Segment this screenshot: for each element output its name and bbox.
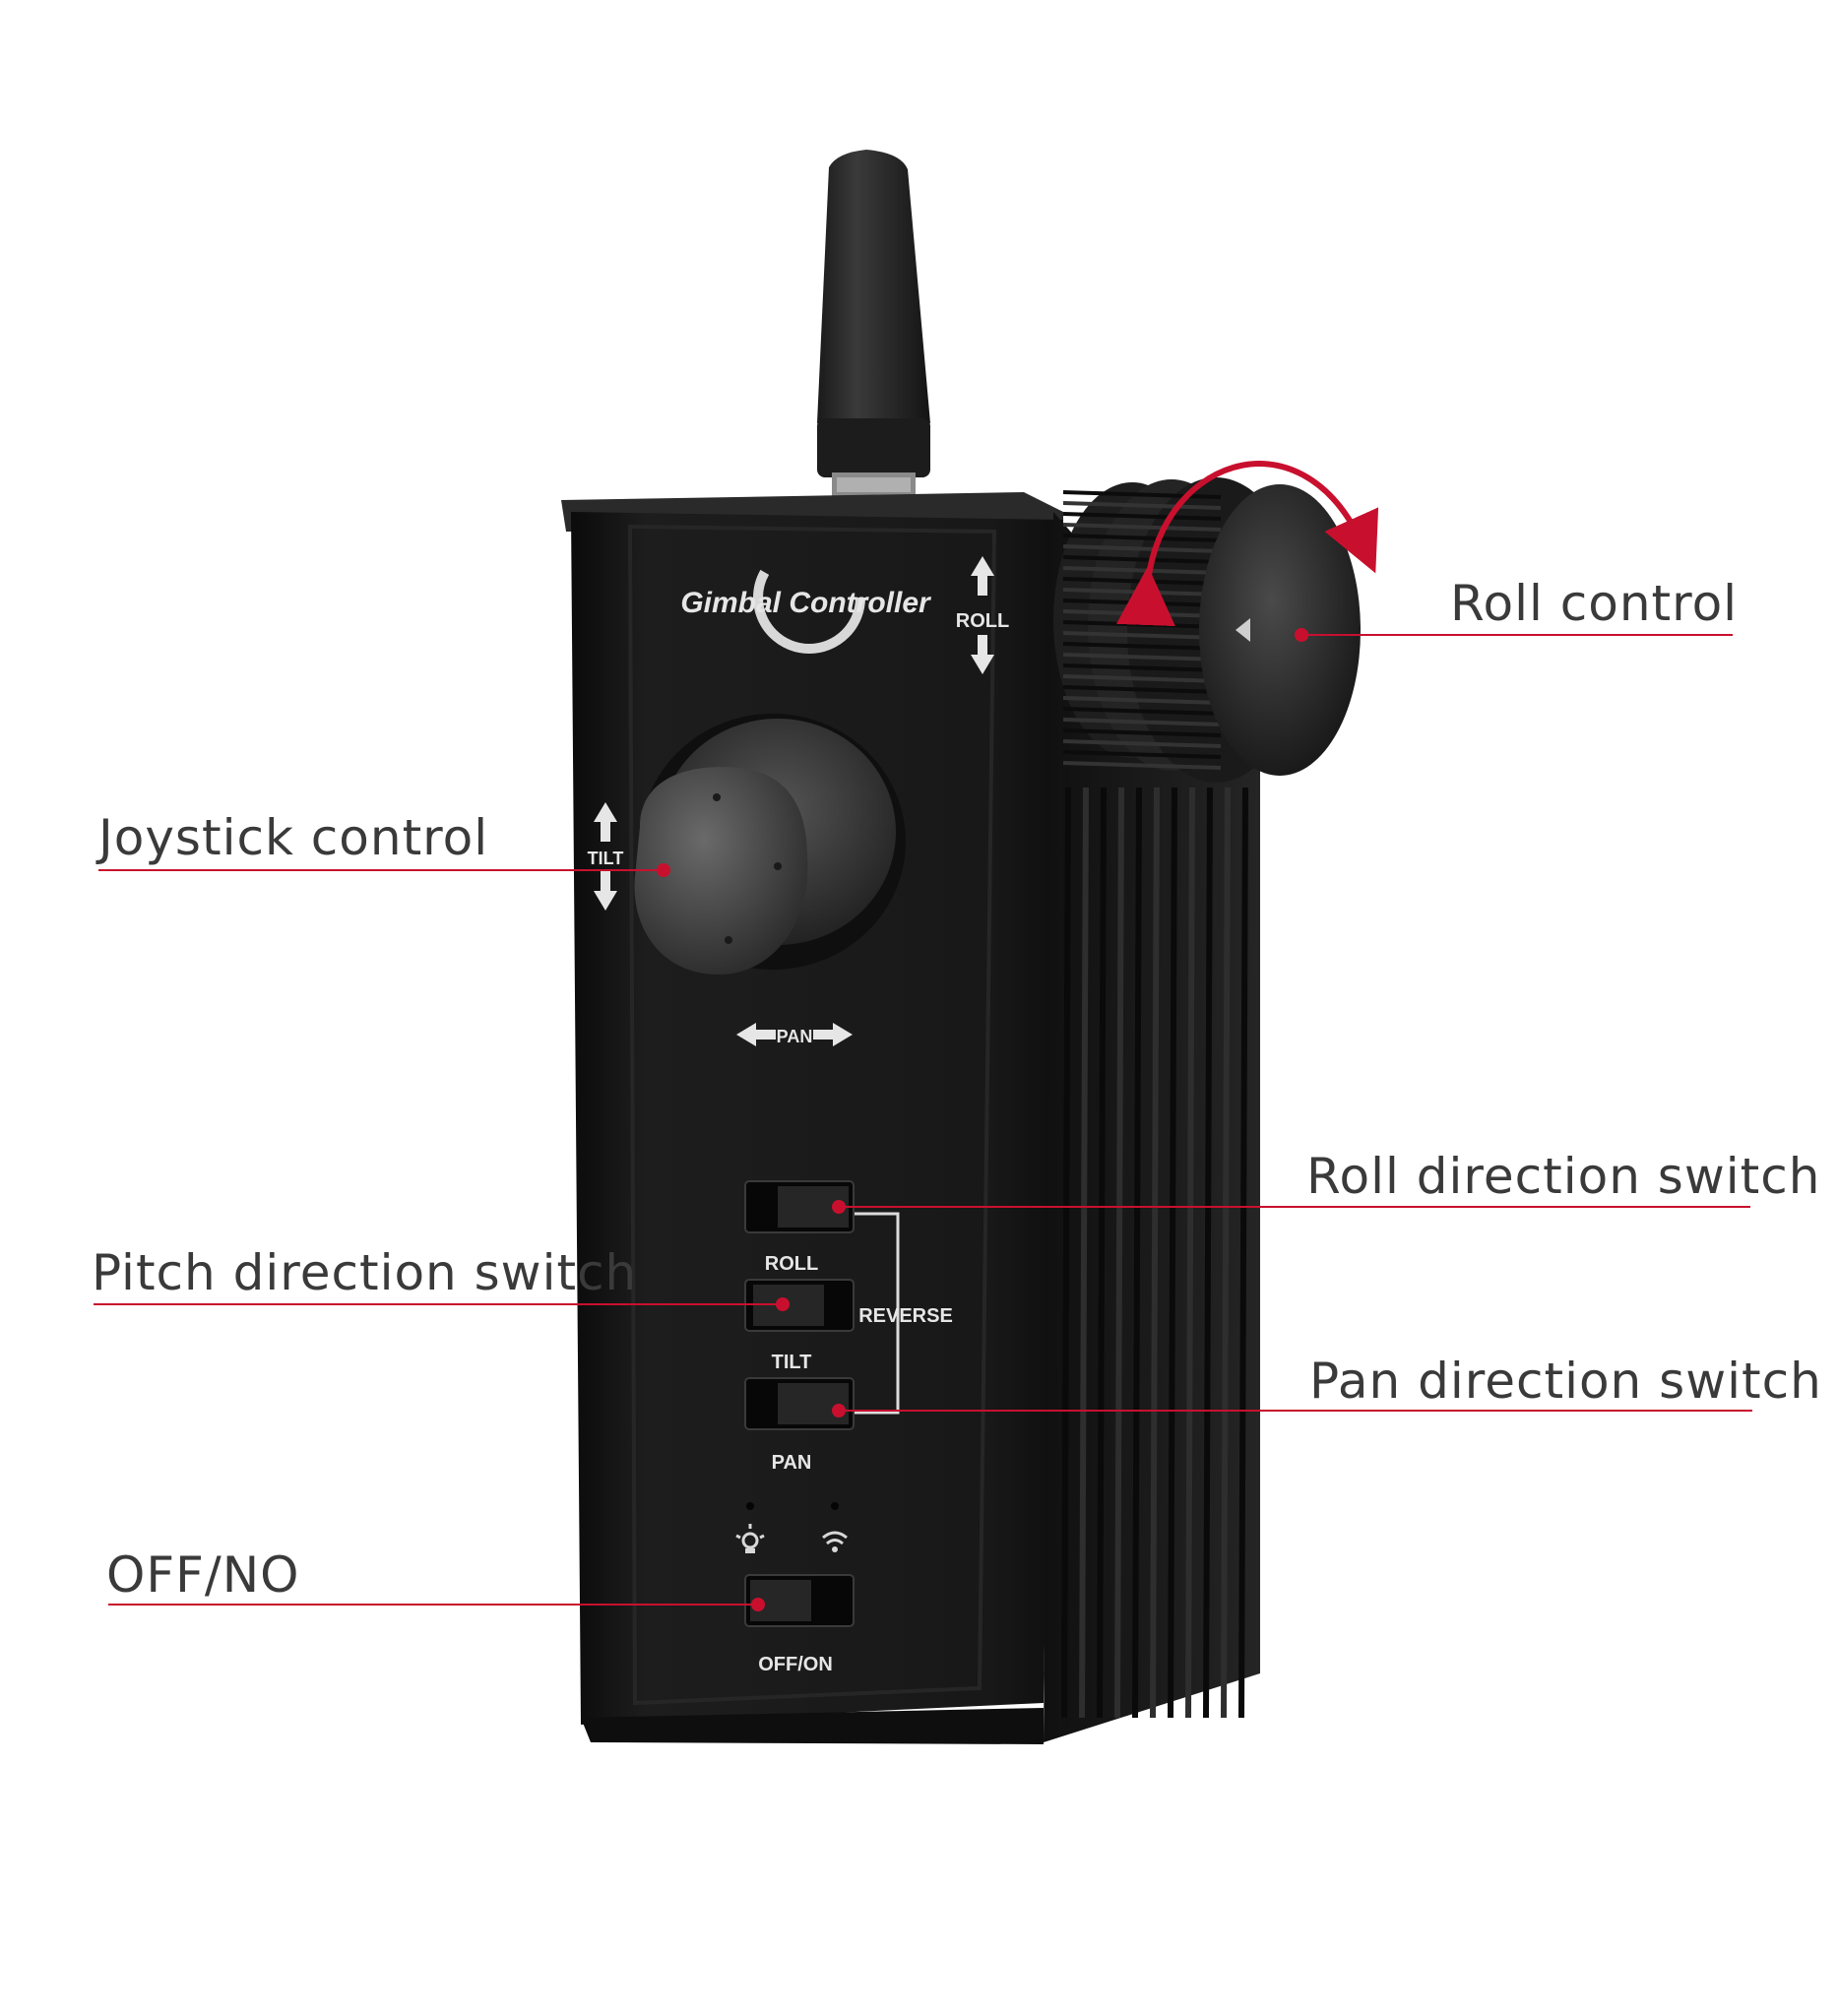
knob-ridge bbox=[1062, 631, 1222, 640]
knob-ridge bbox=[1062, 750, 1222, 759]
arrow-down-icon bbox=[594, 871, 617, 911]
reverse-label: REVERSE bbox=[858, 1305, 953, 1327]
knob-ridge bbox=[1062, 663, 1222, 672]
switch-label-roll: ROLL bbox=[765, 1253, 818, 1275]
antenna bbox=[817, 150, 930, 497]
heatsink-fin bbox=[1150, 787, 1160, 1719]
heatsink-fin bbox=[1168, 787, 1177, 1719]
callout-leaders bbox=[94, 628, 1752, 1611]
joystick[interactable] bbox=[634, 714, 906, 975]
light-icon bbox=[735, 1524, 765, 1553]
arrow-down-icon bbox=[971, 635, 994, 674]
switch-label-tilt: TILT bbox=[772, 1352, 812, 1373]
knob-ridge bbox=[1062, 718, 1222, 726]
knob-ridge bbox=[1062, 653, 1222, 662]
power-switch-callout: OFF/NO bbox=[106, 1546, 300, 1604]
arrow-up-icon bbox=[594, 802, 617, 842]
roll-control-callout: Roll control bbox=[1450, 575, 1739, 632]
knob-ridge bbox=[1062, 674, 1222, 683]
knob-ridge bbox=[1062, 739, 1222, 748]
joystick-control-callout: Joystick control bbox=[98, 809, 489, 866]
switch-label-pan: PAN bbox=[772, 1452, 812, 1474]
knob-ridge bbox=[1062, 501, 1222, 510]
knob-ridge bbox=[1062, 696, 1222, 705]
reverse-bracket bbox=[855, 1212, 900, 1415]
arrow-left-icon bbox=[736, 1023, 776, 1046]
brand-logo: Gimbal Controller bbox=[680, 541, 932, 654]
heatsink-fin bbox=[1238, 787, 1248, 1719]
knob-ridge bbox=[1062, 685, 1222, 694]
arrow-right-icon bbox=[813, 1023, 853, 1046]
heatsink-fin bbox=[1114, 787, 1124, 1719]
roll-direction-switch-callout: Roll direction switch bbox=[1306, 1148, 1821, 1205]
brand-text: Gimbal Controller bbox=[680, 587, 932, 619]
heatsink-fin bbox=[1079, 787, 1089, 1719]
heatsink-fin bbox=[1203, 787, 1213, 1719]
pan-axis-label: PAN bbox=[777, 1027, 813, 1046]
arrow-up-icon bbox=[971, 556, 994, 596]
knob-ridge bbox=[1062, 490, 1222, 499]
pan-direction-switch[interactable] bbox=[744, 1377, 855, 1430]
pitch-direction-switch-callout: Pitch direction switch bbox=[92, 1244, 638, 1301]
heatsink-fins bbox=[1061, 787, 1248, 1719]
knob-ridge bbox=[1062, 728, 1222, 737]
tilt-axis-indicator: TILT bbox=[588, 802, 624, 911]
heatsink-fin bbox=[1221, 787, 1231, 1719]
heatsink-fin bbox=[1132, 787, 1142, 1719]
rotation-arrow-icon bbox=[1115, 461, 1379, 627]
knob-ridge bbox=[1062, 642, 1222, 651]
roll-knob[interactable] bbox=[1053, 477, 1361, 783]
pan-axis-indicator: PAN bbox=[736, 1023, 853, 1046]
knob-ridge bbox=[1062, 761, 1222, 770]
roll-axis-label: ROLL bbox=[956, 610, 1009, 632]
heatsink-fin bbox=[1061, 787, 1071, 1719]
knob-ridge bbox=[1062, 707, 1222, 716]
tilt-axis-label: TILT bbox=[588, 849, 624, 868]
wifi-icon bbox=[822, 1531, 848, 1552]
signal-led bbox=[831, 1502, 839, 1510]
power-switch-label: OFF/ON bbox=[758, 1654, 833, 1675]
pan-direction-switch-callout: Pan direction switch bbox=[1309, 1353, 1822, 1410]
power-led bbox=[746, 1502, 754, 1510]
heatsink-fin bbox=[1097, 787, 1107, 1719]
heatsink-fin bbox=[1185, 787, 1195, 1719]
roll-axis-indicator: ROLL bbox=[956, 556, 1009, 674]
power-switch[interactable] bbox=[744, 1574, 855, 1627]
